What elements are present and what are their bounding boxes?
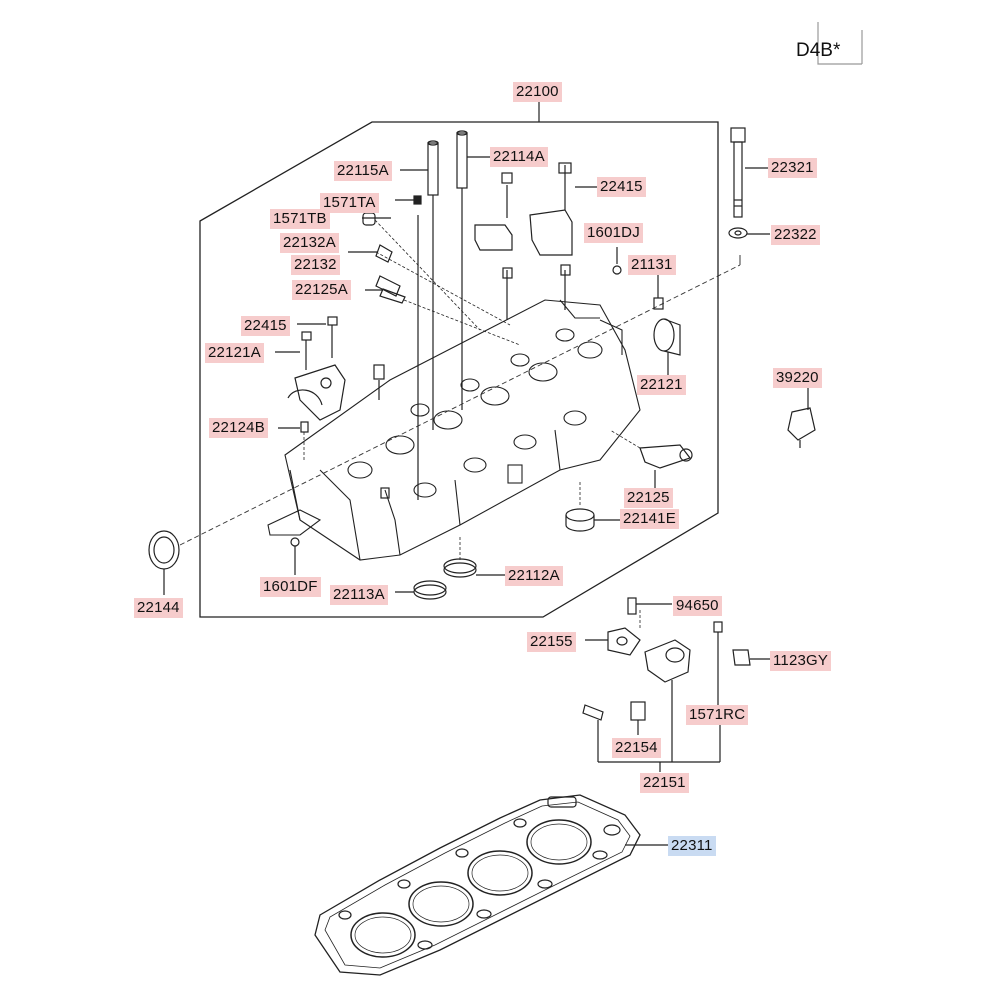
part-label-22151: 22151 (640, 773, 689, 793)
part-label-22321: 22321 (768, 158, 817, 178)
part-label-22155: 22155 (527, 632, 576, 652)
valve-seal-rings (395, 535, 505, 600)
part-label-1571ta: 1571TA (320, 193, 379, 213)
part-label-22121: 22121 (637, 375, 686, 395)
part-label-22322: 22322 (771, 225, 820, 245)
head-gasket-22311 (314, 794, 668, 976)
part-label-22141e: 22141E (620, 509, 679, 529)
plug-22141e (565, 480, 620, 532)
part-label-22132: 22132 (291, 255, 340, 275)
part-label-22100: 22100 (513, 82, 562, 102)
part-label-1601df: 1601DF (260, 577, 321, 597)
model-code: D4B* (796, 40, 841, 61)
part-label-22115a: 22115A (334, 161, 392, 181)
part-label-22311: 22311 (668, 836, 716, 856)
part-label-22121a: 22121A (205, 343, 264, 363)
part-label-1123gy: 1123GY (770, 651, 832, 671)
end-cap-22121 (653, 318, 681, 375)
part-label-22415: 22415 (597, 177, 646, 197)
model-code-bracket (817, 22, 863, 65)
part-label-1601dj: 1601DJ (584, 223, 643, 243)
cylinder-head (267, 299, 641, 561)
left-small-parts (275, 195, 521, 575)
washer-22322 (728, 227, 770, 239)
part-label-1571tb: 1571TB (270, 209, 330, 229)
part-label-39220: 39220 (773, 368, 822, 388)
part-label-22125: 22125 (624, 488, 673, 508)
part-label-22415: 22415 (241, 316, 290, 336)
part-label-22124b: 22124B (209, 418, 268, 438)
thermostat-housing-group (582, 597, 770, 772)
part-label-22112a: 22112A (505, 566, 563, 586)
sensor-39220 (787, 388, 816, 448)
rocker-brackets (474, 162, 573, 320)
part-label-21131: 21131 (628, 255, 676, 275)
part-label-22132a: 22132A (280, 233, 339, 253)
head-bolt-22321 (730, 127, 768, 218)
part-label-94650: 94650 (673, 596, 722, 616)
part-label-22113a: 22113A (330, 585, 388, 605)
part-label-22154: 22154 (612, 738, 661, 758)
valve-guides (417, 130, 468, 500)
part-label-22125a: 22125A (292, 280, 351, 300)
part-label-22114a: 22114A (490, 147, 548, 167)
part-label-22144: 22144 (134, 598, 183, 618)
pipe-22125 (609, 429, 693, 488)
front-oil-seal (148, 530, 180, 595)
assembly-frame (199, 121, 719, 618)
part-label-1571rc: 1571RC (686, 705, 749, 725)
